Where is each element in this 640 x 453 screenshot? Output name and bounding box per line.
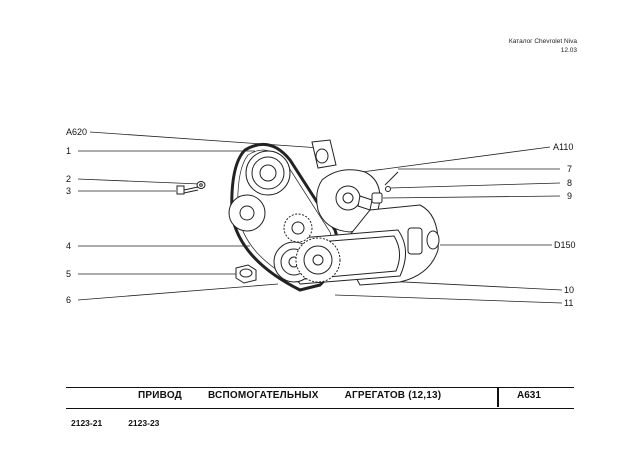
model-2123-23: 2123-23 <box>128 418 160 428</box>
leader-a110 <box>361 146 551 173</box>
callout-d150: D150 <box>554 240 576 250</box>
leader-11 <box>334 294 563 304</box>
title-word-1: ПРИВОД <box>138 390 182 401</box>
assembly-title: ПРИВОД ВСПОМОГАТЕЛЬНЫХ АГРЕГАТОВ (12,13) <box>66 390 486 401</box>
nut-5 <box>235 264 257 284</box>
callout-3: 3 <box>66 186 72 196</box>
title-block <box>66 387 574 409</box>
callout-8: 8 <box>567 178 573 188</box>
title-word-3: АГРЕГАТОВ (12,13) <box>344 390 442 401</box>
leader-6 <box>77 283 279 301</box>
model-list: 2123-21 2123-23 <box>71 418 159 428</box>
callout-11: 11 <box>564 298 574 308</box>
title-divider <box>497 387 499 407</box>
callout-7: 7 <box>567 164 573 174</box>
catalog-name: Каталог Chevrolet Niva <box>508 38 577 45</box>
leader-9 <box>382 195 561 199</box>
callout-10: 10 <box>564 285 575 295</box>
leader-a620 <box>89 131 321 149</box>
leader-2 <box>77 178 201 185</box>
model-2123-21: 2123-21 <box>71 418 103 428</box>
callout-6: 6 <box>66 295 72 305</box>
callout-9: 9 <box>567 191 573 201</box>
drive-belt <box>230 142 340 292</box>
parts-7-8-9 <box>357 171 399 211</box>
callout-4: 4 <box>66 241 72 251</box>
washer-2 <box>196 181 206 189</box>
callout-5: 5 <box>66 269 72 279</box>
callout-2: 2 <box>66 174 72 184</box>
bolt-3 <box>176 185 199 195</box>
callout-a110: A110 <box>553 142 574 152</box>
catalog-header: Каталог Chevrolet Niva 12.03 <box>509 37 577 55</box>
callout-1: 1 <box>66 146 72 156</box>
assembly-code: A631 <box>517 390 541 401</box>
title-word-2: ВСПОМОГАТЕЛЬНЫХ <box>208 390 319 401</box>
catalog-date: 12.03 <box>560 47 577 54</box>
leader-8 <box>389 182 561 189</box>
callout-a620: A620 <box>66 127 88 137</box>
